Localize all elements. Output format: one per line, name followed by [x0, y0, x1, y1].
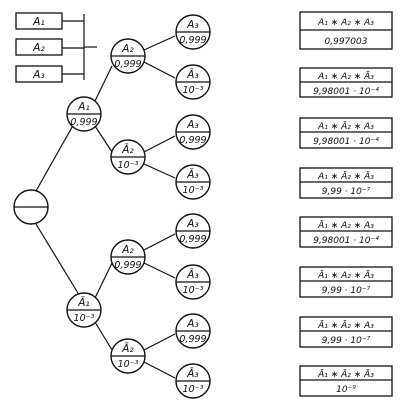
result-value: 9,99 · 10⁻⁷: [322, 286, 371, 296]
tree-node: A₃ 0,999: [175, 14, 211, 50]
result-value: 9,98001 · 10⁻⁴: [313, 236, 379, 246]
tree-node: A₃ 0,999: [175, 114, 211, 150]
result-expression: Ā₁ ∗ Ā₂ ∗ A₃: [317, 320, 374, 331]
node-label: A₂: [121, 43, 134, 55]
result-box: Ā₁ ∗ A₂ ∗ Ā₃ 9,99 · 10⁻⁷: [299, 266, 393, 298]
node-value: 0,999: [179, 234, 206, 245]
result-expression: Ā₁ ∗ A₂ ∗ Ā₃: [317, 270, 374, 281]
node-value: 10⁻³: [74, 313, 95, 324]
node-value: 10⁻³: [183, 285, 204, 296]
node-value: 0,999: [70, 117, 97, 128]
tree-node: Ā₁ 10⁻³: [66, 292, 102, 328]
result-box: A₁ ∗ A₂ ∗ A₃ 0,997003: [299, 11, 393, 50]
result-box: Ā₁ ∗ Ā₂ ∗ A₃ 9,99 · 10⁻⁷: [299, 316, 393, 348]
node-label: A₃: [186, 119, 198, 131]
legend-item: A₃: [32, 69, 44, 81]
legend-item: A₂: [32, 42, 45, 54]
node-label: Ā₁: [77, 296, 89, 309]
tree-node: Ā₂ 10⁻³: [110, 338, 146, 374]
result-value: 9,98001 · 10⁻⁴: [313, 87, 379, 97]
tree-node: A₃ 0,999: [175, 313, 211, 349]
tree-node: Ā₃ 10⁻³: [175, 363, 211, 399]
node-label: A₂: [121, 244, 134, 256]
node-label: A₃: [186, 318, 198, 330]
node-value: 10⁻³: [118, 359, 139, 370]
node-value: 0,999: [179, 135, 206, 146]
result-value: 10⁻⁹: [336, 385, 356, 395]
node-label: Ā₃: [186, 268, 198, 281]
node-value: 10⁻³: [183, 85, 204, 96]
tree-edges: [35, 14, 176, 379]
result-expression: Ā₁ ∗ Ā₂ ∗ Ā₃: [317, 369, 374, 380]
result-box: Ā₁ ∗ Ā₂ ∗ Ā₃ 10⁻⁹: [299, 365, 393, 397]
tree-node: Ā₃ 10⁻³: [175, 64, 211, 100]
result-expression: A₁ ∗ A₂ ∗ Ā₃: [317, 71, 374, 82]
result-box: A₁ ∗ Ā₂ ∗ Ā₃ 9,99 · 10⁻⁷: [299, 167, 393, 199]
result-expression: A₁ ∗ Ā₂ ∗ A₃: [317, 121, 374, 132]
node-label: A₁: [77, 101, 89, 113]
node-label: Ā₃: [186, 168, 198, 181]
result-expression: Ā₁ ∗ A₂ ∗ A₃: [317, 220, 374, 231]
node-value: 10⁻³: [183, 384, 204, 395]
node-label: A₃: [186, 19, 198, 31]
result-value: 9,99 · 10⁻⁷: [322, 336, 371, 346]
node-label: A₃: [186, 218, 198, 230]
result-box: A₁ ∗ Ā₂ ∗ A₃ 9,98001 · 10⁻⁴: [299, 117, 393, 149]
result-value: 9,98001 · 10⁻⁴: [313, 137, 379, 147]
node-value: 0,999: [114, 260, 141, 271]
tree-node: Ā₃ 10⁻³: [175, 164, 211, 200]
legend: A₁ A₂ A₃: [15, 12, 63, 83]
result-expression: A₁ ∗ Ā₂ ∗ Ā₃: [317, 171, 374, 182]
node-value: 0,999: [179, 334, 206, 345]
result-box: A₁ ∗ A₂ ∗ Ā₃ 9,98001 · 10⁻⁴: [299, 67, 393, 98]
node-label: Ā₂: [121, 143, 134, 156]
tree-node: A₃ 0,999: [175, 213, 211, 249]
result-box: Ā₁ ∗ A₂ ∗ A₃ 9,98001 · 10⁻⁴: [299, 216, 393, 248]
legend-item: A₁: [32, 16, 44, 28]
node-label: Ā₃: [186, 367, 198, 380]
tree-node: Ā₂ 10⁻³: [110, 139, 146, 175]
tree-node: A₂ 0,999: [110, 239, 146, 275]
node-value: 0,999: [179, 35, 206, 46]
result-expression: A₁ ∗ A₂ ∗ A₃: [317, 18, 374, 28]
node-label: Ā₂: [121, 342, 134, 355]
tree-node: A₂ 0,999: [110, 38, 146, 74]
root-node: [13, 189, 49, 225]
node-value: 0,999: [114, 59, 141, 70]
tree-node: Ā₃ 10⁻³: [175, 264, 211, 300]
result-value: 9,99 · 10⁻⁷: [322, 187, 371, 197]
node-label: Ā₃: [186, 68, 198, 81]
tree-node: A₁ 0,999: [66, 96, 102, 132]
result-value: 0,997003: [325, 37, 368, 47]
node-value: 10⁻³: [183, 185, 204, 196]
node-value: 10⁻³: [118, 160, 139, 171]
